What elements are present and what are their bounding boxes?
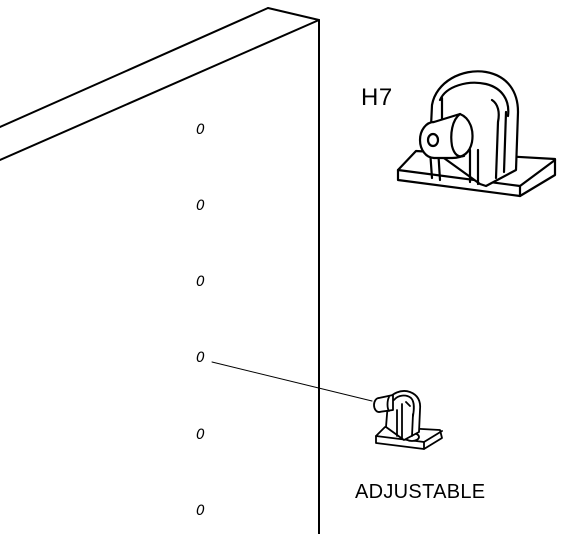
hole-mark-3: 0	[196, 274, 205, 290]
adjustable-bracket-illustration	[373, 390, 443, 450]
h7-bracket-illustration	[396, 70, 557, 198]
hole-mark-2: 0	[196, 198, 205, 214]
hole-mark-4: 0	[196, 350, 205, 366]
side-panel	[0, 7, 320, 535]
hole-mark-5: 0	[196, 427, 205, 443]
leader-line	[211, 361, 373, 402]
hole-mark-6: 0	[196, 503, 205, 519]
hole-mark-1: 0	[196, 122, 205, 138]
adjustable-label: ADJUSTABLE	[355, 481, 486, 503]
h7-label: H7	[361, 84, 393, 111]
